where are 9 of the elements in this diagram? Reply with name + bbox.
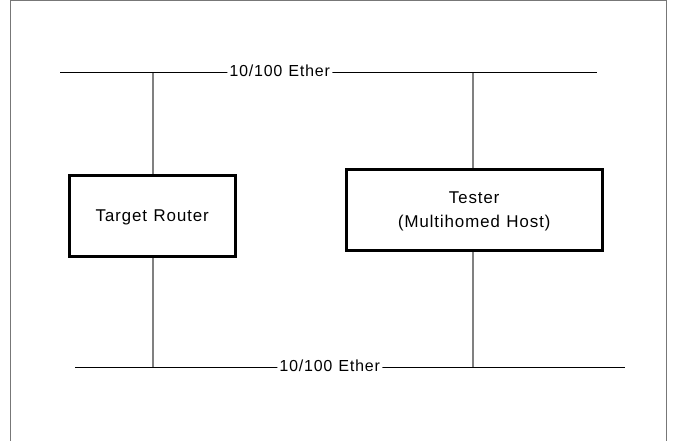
device-box [68,174,237,258]
device-box [345,168,604,252]
connector-line [152,72,154,174]
connector-line [472,72,474,168]
connector-line [472,252,474,368]
device-label: Tester [448,187,500,209]
device-label: Target Router [95,205,210,227]
connector-line [152,258,154,368]
device-label: (Multihomed Host) [398,211,552,233]
